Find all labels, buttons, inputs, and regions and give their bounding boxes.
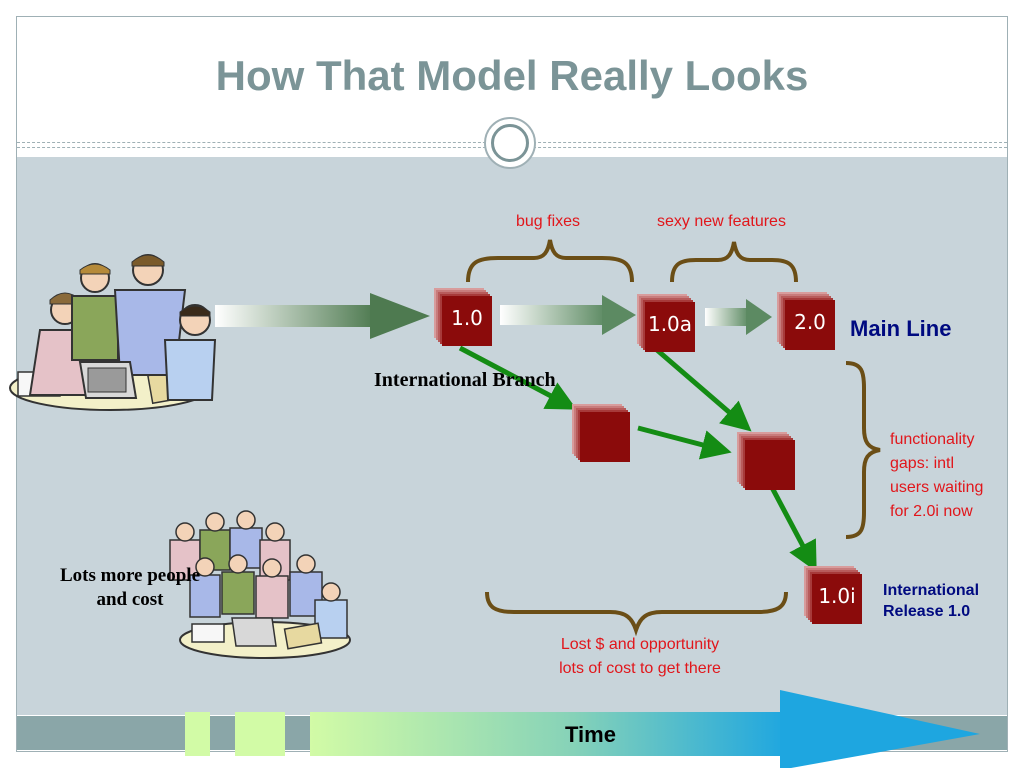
time-label: Time	[565, 722, 616, 747]
functionality-gaps-label: functionality gaps: intl users waiting f…	[890, 431, 984, 520]
lost-cost-label: Lost $ and opportunity lots of cost to g…	[559, 636, 721, 677]
crowd-at-computers-icon	[169, 510, 351, 659]
branch-arrow-3	[655, 348, 752, 432]
brace-bug-fixes	[466, 239, 634, 283]
version-1-0i-box: 1.0i	[812, 574, 862, 624]
branch-box-2	[745, 440, 795, 490]
arrow-1-0-to-1-0a	[500, 295, 636, 335]
branch-arrow-2	[637, 425, 732, 460]
branch-box-1	[580, 412, 630, 462]
arrow-team-to-1-0	[215, 293, 430, 339]
international-release-label: International Release 1.0	[883, 582, 980, 620]
branch-arrow-4	[765, 478, 817, 572]
arrow-1-0a-to-2-0	[705, 299, 772, 335]
divider-circle-icon	[484, 117, 536, 169]
version-2-0-box: 2.0	[785, 300, 835, 350]
team-at-computer-icon	[9, 254, 217, 411]
sexy-new-features-label: sexy new features	[657, 213, 786, 230]
main-line-label: Main Line	[850, 316, 952, 341]
version-1-0-box: 1.0	[442, 296, 492, 346]
branch-arrow-1	[458, 345, 577, 410]
bug-fixes-label: bug fixes	[516, 213, 581, 230]
brace-new-features	[670, 241, 798, 283]
lots-more-people-label: Lots more people and cost	[59, 565, 201, 610]
version-1-0a-box: 1.0a	[645, 302, 695, 352]
slide-title: How That Model Really Looks	[215, 52, 809, 99]
international-branch-label: International Branch	[374, 369, 556, 391]
brace-lost-cost	[485, 591, 788, 637]
brace-functionality-gaps	[845, 361, 881, 539]
time-arrow	[185, 690, 980, 768]
